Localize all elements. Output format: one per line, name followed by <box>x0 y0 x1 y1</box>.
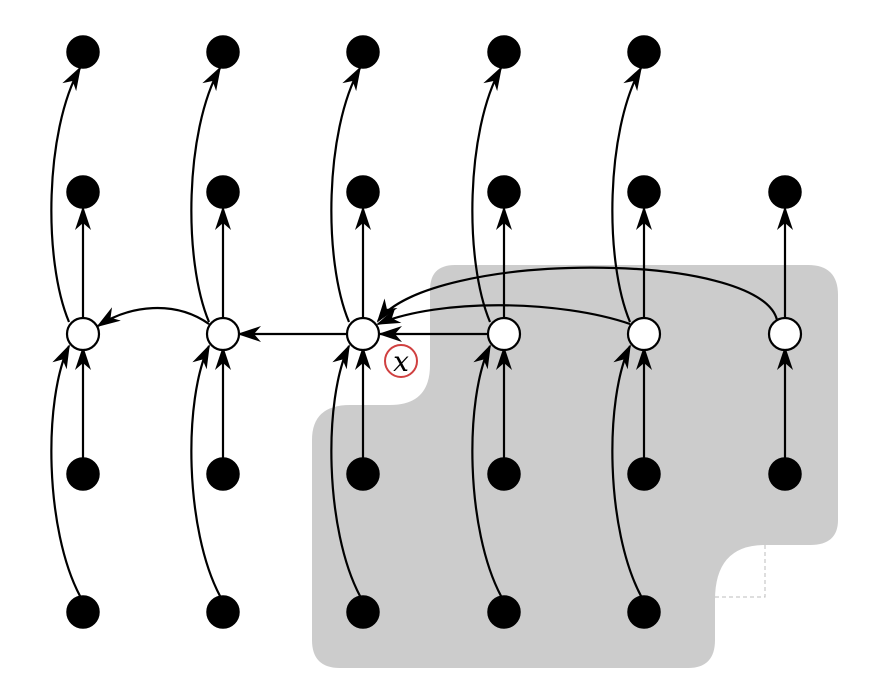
edge-curve-upper-4 <box>471 66 502 323</box>
edge-arc-6-3 <box>376 266 779 323</box>
node-top-1 <box>66 35 100 69</box>
edge-layer <box>50 66 793 597</box>
node-lower-5 <box>627 457 661 491</box>
node-open-5 <box>626 316 662 352</box>
node-upper-1 <box>66 175 100 209</box>
node-open-3 <box>345 316 381 352</box>
node-open-2 <box>205 316 241 352</box>
x-marker: x <box>384 344 418 378</box>
edge-curve-upper-5 <box>611 66 642 323</box>
node-layer <box>65 35 803 629</box>
edge-curve-lower-5 <box>611 344 642 597</box>
edge-curve-lower-1 <box>50 344 81 597</box>
node-upper-5 <box>627 175 661 209</box>
node-bottom-3 <box>346 595 380 629</box>
node-top-4 <box>487 35 521 69</box>
edge-curve-upper-1 <box>50 66 81 323</box>
node-bottom-5 <box>627 595 661 629</box>
node-open-1 <box>65 316 101 352</box>
node-top-2 <box>206 35 240 69</box>
node-lower-4 <box>487 457 521 491</box>
edge-curve-lower-3 <box>330 344 361 597</box>
node-lower-2 <box>206 457 240 491</box>
node-bottom-2 <box>206 595 240 629</box>
node-upper-2 <box>206 175 240 209</box>
x-marker-ring <box>384 344 418 378</box>
node-open-4 <box>486 316 522 352</box>
node-top-5 <box>627 35 661 69</box>
node-upper-3 <box>346 175 380 209</box>
edge-curve-upper-2 <box>190 66 221 323</box>
node-upper-6 <box>768 175 802 209</box>
edge-arc-5-3 <box>376 304 631 326</box>
node-open-6 <box>767 316 803 352</box>
node-bottom-4 <box>487 595 521 629</box>
shaded-region <box>312 265 838 668</box>
region-corner-outline <box>715 545 766 598</box>
edge-curve-lower-4 <box>471 344 502 597</box>
edge-curve-upper-3 <box>330 66 361 323</box>
node-lower-1 <box>66 457 100 491</box>
edge-arc-2-1 <box>96 307 210 328</box>
node-lower-3 <box>346 457 380 491</box>
edge-curve-lower-2 <box>190 344 221 597</box>
x-marker-label: x <box>393 345 409 378</box>
node-bottom-1 <box>66 595 100 629</box>
node-top-3 <box>346 35 380 69</box>
node-lower-6 <box>768 457 802 491</box>
node-upper-4 <box>487 175 521 209</box>
